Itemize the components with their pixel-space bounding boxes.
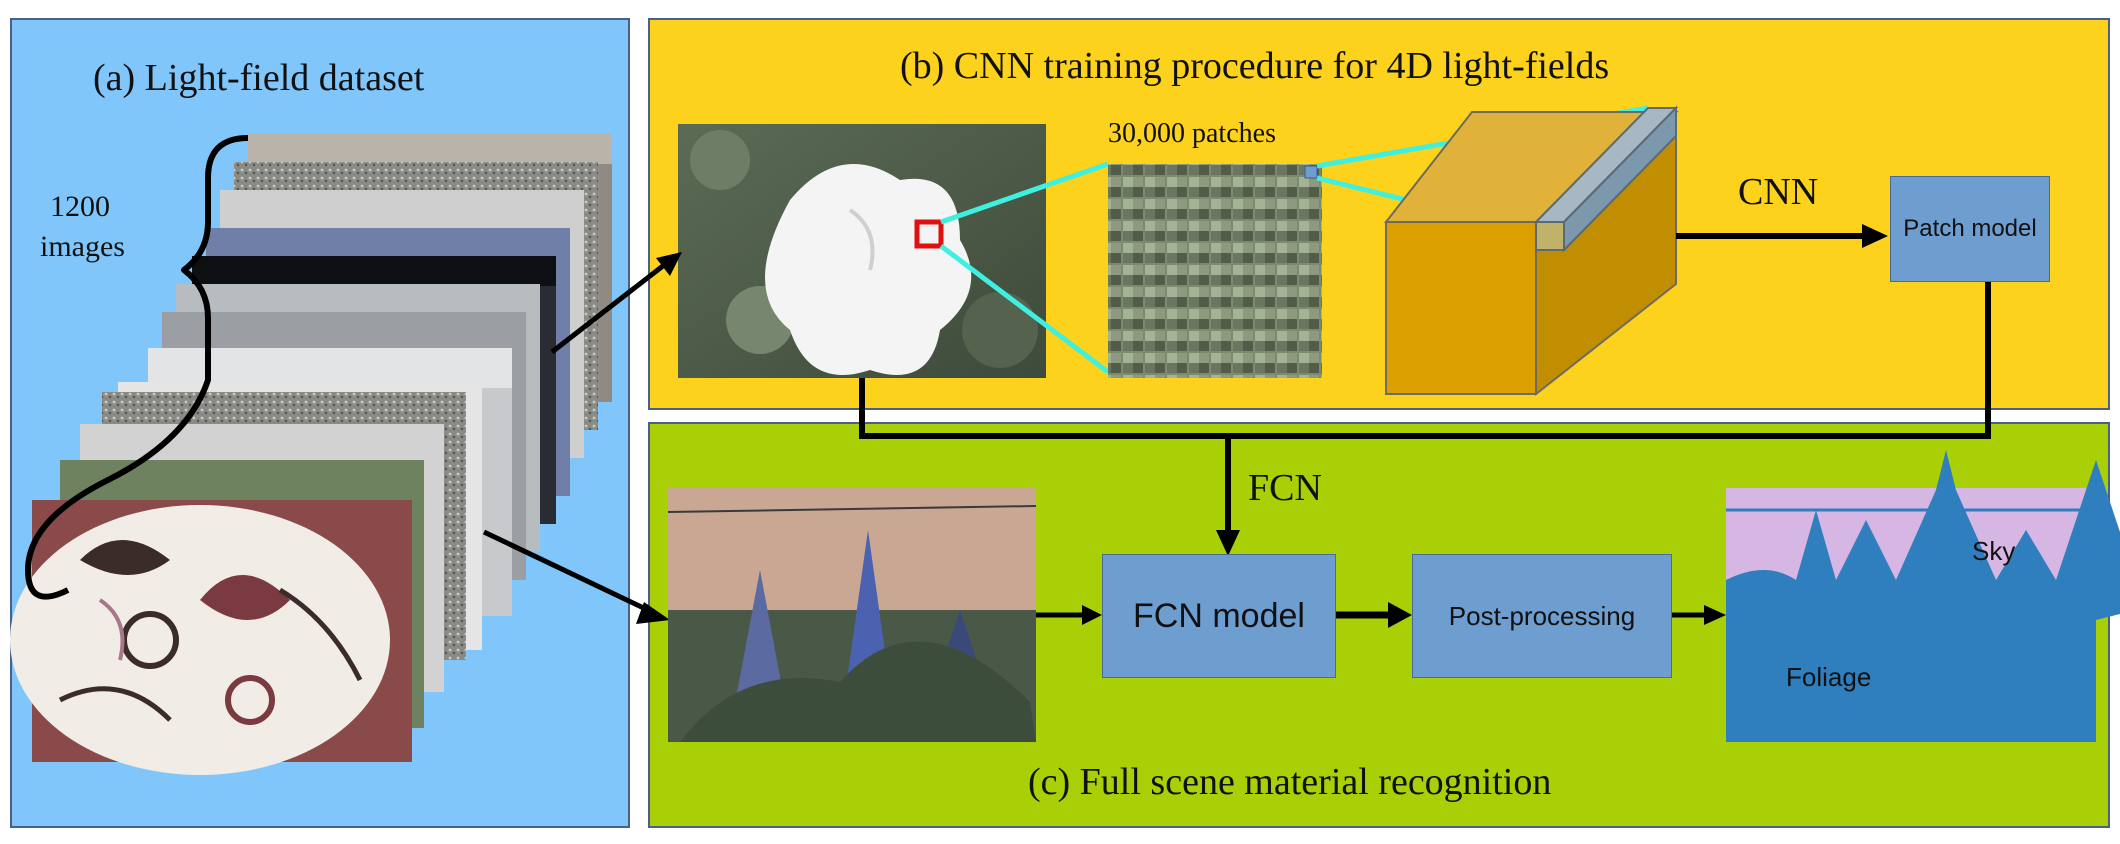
- panel-c-title: (c) Full scene material recognition: [1028, 761, 1552, 803]
- sky-label: Sky: [1972, 536, 2016, 566]
- fcn-label: FCN: [1248, 467, 1322, 509]
- count-label-unit: images: [40, 230, 125, 263]
- foliage-label: Foliage: [1786, 662, 1872, 692]
- patches-label: 30,000 patches: [1108, 118, 1276, 149]
- patch-model-box: Patch model: [1890, 176, 2050, 282]
- panel-b-title: (b) CNN training procedure for 4D light-…: [900, 45, 1610, 87]
- panel-a-title: (a) Light-field dataset: [93, 57, 425, 99]
- cnn-label: CNN: [1738, 171, 1819, 213]
- post-processing-box: Post-processing: [1412, 554, 1672, 678]
- patch-highlight-box: [914, 219, 944, 249]
- fcn-model-box: FCN model: [1102, 554, 1336, 678]
- count-label-number: 1200: [50, 190, 110, 223]
- patches-image: [1108, 164, 1322, 378]
